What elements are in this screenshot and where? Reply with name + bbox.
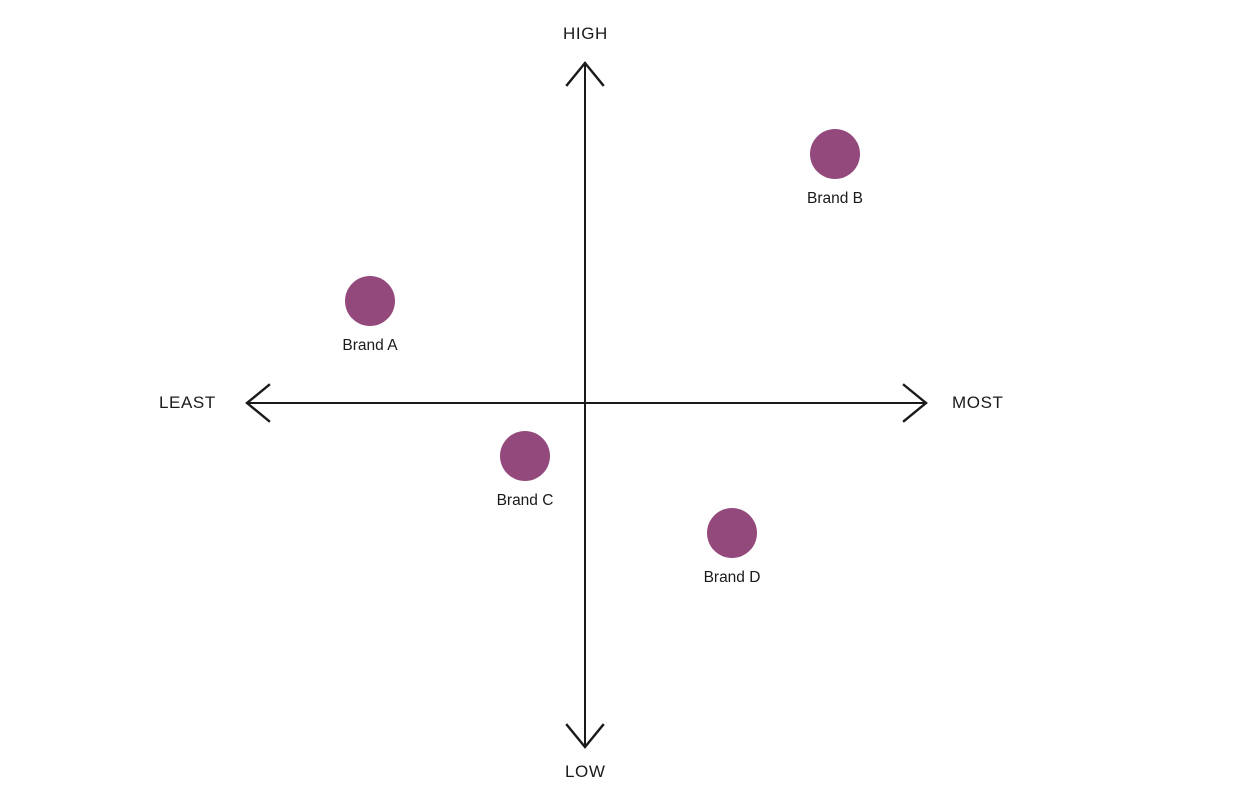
bubble-brand-c[interactable]: [500, 431, 550, 481]
axis-label-top: HIGH: [563, 24, 608, 43]
bubble-label-brand-a: Brand A: [342, 337, 398, 354]
axis-label-right: MOST: [952, 393, 1004, 412]
bubble-brand-b[interactable]: [810, 129, 860, 179]
bubble-label-brand-b: Brand B: [806, 190, 864, 207]
arrow-right-icon: [902, 383, 928, 423]
bubble-label-brand-c: Brand C: [496, 492, 554, 509]
bubble-brand-d[interactable]: [707, 508, 757, 558]
arrow-down-icon: [565, 723, 605, 749]
axis-label-bottom: LOW: [565, 762, 606, 781]
arrow-up-icon: [565, 61, 605, 87]
axis-label-left: LEAST: [159, 393, 216, 412]
bubble-brand-a[interactable]: [345, 276, 395, 326]
bubble-label-brand-d: Brand D: [703, 569, 761, 586]
arrow-left-icon: [245, 383, 271, 423]
